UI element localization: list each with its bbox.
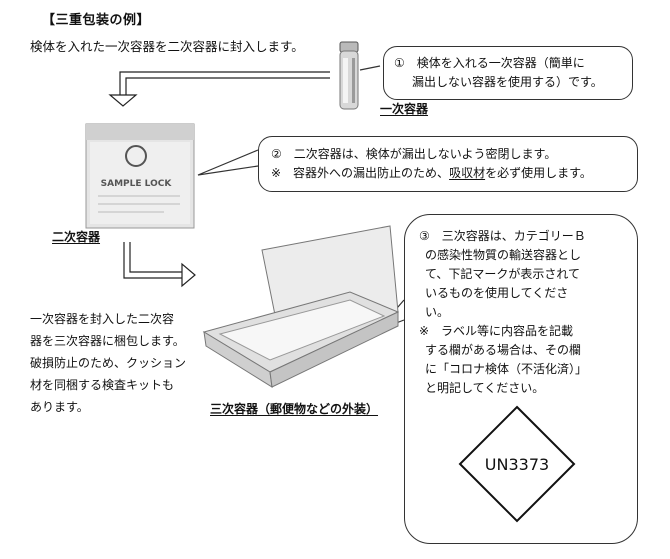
intro-text: 検体を入れた一次容器を二次容器に封入します。 bbox=[30, 39, 304, 54]
tertiary-note-line-4: いるものを使用してくださ bbox=[425, 286, 569, 300]
un3373-mark: UN3373 bbox=[458, 405, 576, 523]
desc-line-1: 一次容器を封入した二次容 bbox=[30, 312, 175, 326]
primary-note-line-1: ① 検体を入れる一次容器（簡単に bbox=[394, 56, 585, 70]
tertiary-note-line-1: ③ 三次容器は、カテゴリーＢ bbox=[419, 229, 586, 243]
secondary-note-box: ② 二次容器は、検体が漏出しないよう密閉します。 ※ 容器外への漏出防止のため、… bbox=[258, 136, 638, 192]
secondary-pointer bbox=[197, 149, 259, 176]
desc-line-5: あります。 bbox=[30, 400, 89, 414]
secondary-note-line-2-c: を必ず使用します。 bbox=[485, 166, 592, 180]
page-title: 【三重包装の例】 bbox=[42, 13, 151, 28]
packing-description: 一次容器を封入した二次容 器を三次容器に梱包します。 破損防止のため、クッション… bbox=[30, 308, 210, 418]
desc-line-2: 器を三次容器に梱包します。 bbox=[30, 334, 185, 348]
un3373-text: UN3373 bbox=[485, 455, 549, 474]
tertiary-label: 三次容器（郵便物などの外装） bbox=[210, 402, 379, 416]
primary-container-image bbox=[339, 41, 359, 110]
tertiary-note-line-6: ※ ラベル等に内容品を記載 bbox=[419, 324, 574, 338]
primary-note-box: ① 検体を入れる一次容器（簡単に 漏出しない容器を使用する）です。 bbox=[383, 46, 633, 100]
tertiary-note-line-2: の感染性物質の輸送容器とし bbox=[425, 248, 582, 262]
secondary-container-image: SAMPLE LOCK bbox=[85, 123, 195, 229]
secondary-label: 二次容器 bbox=[52, 230, 101, 244]
absorbent-text: 吸収材 bbox=[449, 166, 486, 180]
desc-line-3: 破損防止のため、クッション bbox=[30, 356, 187, 370]
secondary-note-line-1: ② 二次容器は、検体が漏出しないよう密閉します。 bbox=[271, 147, 557, 161]
tertiary-container-image bbox=[202, 225, 400, 388]
desc-line-4: 材を同梱する検査キットも bbox=[30, 378, 175, 392]
bag-brand-text: SAMPLE LOCK bbox=[101, 179, 173, 189]
primary-pointer bbox=[359, 65, 381, 71]
tertiary-note-line-3: て、下記マークが表示されて bbox=[425, 267, 581, 281]
tertiary-note-line-5: い。 bbox=[425, 305, 450, 319]
primary-note-line-2: 漏出しない容器を使用する）です。 bbox=[412, 75, 603, 89]
tertiary-note-line-8: に「コロナ検体（不活化済）」 bbox=[425, 362, 588, 376]
primary-label: 一次容器 bbox=[380, 102, 429, 116]
arrow-secondary-to-tertiary bbox=[123, 242, 196, 288]
secondary-note-line-2: ※ 容器外への漏出防止のため、吸収材を必ず使用します。 bbox=[271, 164, 625, 183]
arrow-primary-to-secondary bbox=[108, 71, 330, 107]
tertiary-note-line-9: と明記してください。 bbox=[425, 381, 545, 395]
tertiary-note-line-7: する欄がある場合は、その欄 bbox=[425, 343, 582, 357]
secondary-note-line-2-a: ※ 容器外への漏出防止のため、 bbox=[271, 166, 450, 180]
